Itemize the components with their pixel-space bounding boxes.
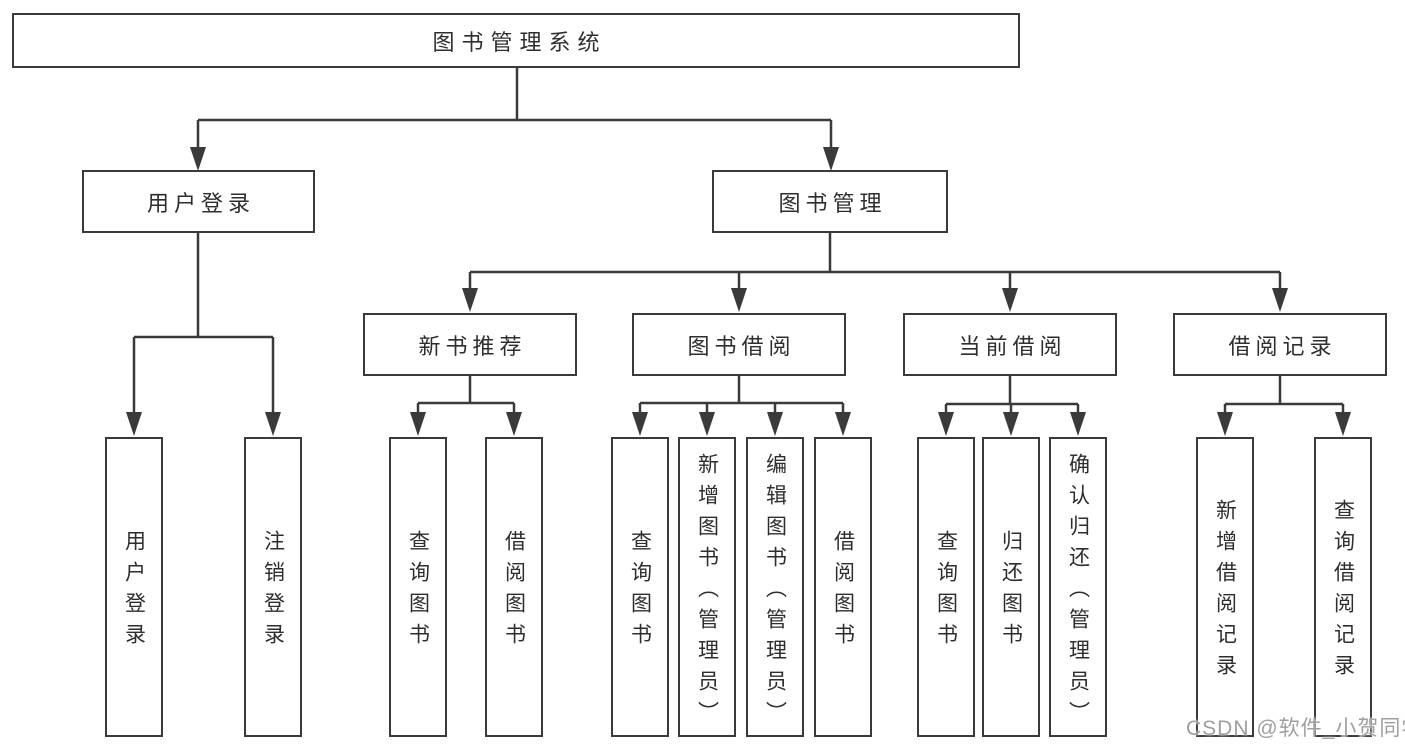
leaf-label: 查询图书 bbox=[628, 530, 652, 654]
node-user-login: 用户登录 bbox=[82, 170, 315, 233]
arrowhead bbox=[1003, 412, 1019, 436]
leaf-label: 查询图书 bbox=[934, 530, 958, 654]
arrowhead bbox=[506, 412, 522, 436]
leaf-current-return-books: 归还图书 bbox=[982, 437, 1040, 737]
arrowhead bbox=[767, 412, 783, 436]
arrowhead bbox=[1002, 288, 1018, 312]
arrowhead bbox=[462, 288, 478, 312]
arrowhead bbox=[823, 147, 839, 171]
arrowhead bbox=[699, 412, 715, 436]
node-new-book-recommendation: 新书推荐 bbox=[363, 313, 577, 376]
arrowhead bbox=[632, 412, 648, 436]
node-borrowing-records: 借阅记录 bbox=[1173, 313, 1387, 376]
arrowhead bbox=[731, 288, 747, 312]
node-current-borrowing: 当前借阅 bbox=[903, 313, 1117, 376]
node-book-management: 图书管理 bbox=[712, 170, 948, 233]
arrowhead bbox=[1335, 412, 1351, 436]
leaf-label: 查询借阅记录 bbox=[1331, 499, 1355, 685]
leaf-label: 查询图书 bbox=[406, 530, 430, 654]
leaf-borrowing-query-books: 查询图书 bbox=[611, 437, 669, 737]
leaf-label: 用户登录 bbox=[122, 530, 146, 654]
leaf-label: 借阅图书 bbox=[831, 530, 855, 654]
connector-lines bbox=[132, 67, 1345, 414]
leaf-user-login: 用户登录 bbox=[105, 437, 163, 737]
node-book-borrowing: 图书借阅 bbox=[632, 313, 846, 376]
leaf-label: 新增图书（管理员） bbox=[695, 452, 719, 732]
leaf-label: 借阅图书 bbox=[502, 530, 526, 654]
arrowhead bbox=[835, 412, 851, 436]
arrowhead bbox=[265, 412, 281, 436]
arrowhead bbox=[1217, 412, 1233, 436]
leaf-records-query-record: 查询借阅记录 bbox=[1314, 437, 1372, 737]
leaf-borrowing-edit-books-admin: 编辑图书（管理员） bbox=[746, 437, 804, 737]
leaf-current-confirm-return-admin: 确认归还（管理员） bbox=[1049, 437, 1107, 737]
leaf-label: 新增借阅记录 bbox=[1213, 499, 1237, 685]
arrowhead bbox=[938, 412, 954, 436]
leaf-label: 注销登录 bbox=[261, 530, 285, 654]
arrowhead bbox=[1070, 412, 1086, 436]
leaf-logout: 注销登录 bbox=[244, 437, 302, 737]
arrowhead bbox=[126, 412, 142, 436]
leaf-records-add-record: 新增借阅记录 bbox=[1196, 437, 1254, 737]
csdn-watermark: CSDN @软件_小贺同学 bbox=[1186, 717, 1405, 740]
leaf-label: 编辑图书（管理员） bbox=[763, 452, 787, 732]
leaf-current-query-books: 查询图书 bbox=[917, 437, 975, 737]
leaf-borrowing-borrow-books: 借阅图书 bbox=[814, 437, 872, 737]
leaf-recommend-query-books: 查询图书 bbox=[389, 437, 447, 737]
arrowhead bbox=[410, 412, 426, 436]
node-library-management-system: 图书管理系统 bbox=[12, 13, 1020, 68]
leaf-recommend-borrow-books: 借阅图书 bbox=[485, 437, 543, 737]
leaf-borrowing-add-books-admin: 新增图书（管理员） bbox=[678, 437, 736, 737]
arrowheads bbox=[126, 147, 1351, 436]
arrowhead bbox=[190, 147, 206, 171]
arrowhead bbox=[1272, 288, 1288, 312]
leaf-label: 确认归还（管理员） bbox=[1066, 452, 1090, 732]
leaf-label: 归还图书 bbox=[999, 530, 1023, 654]
